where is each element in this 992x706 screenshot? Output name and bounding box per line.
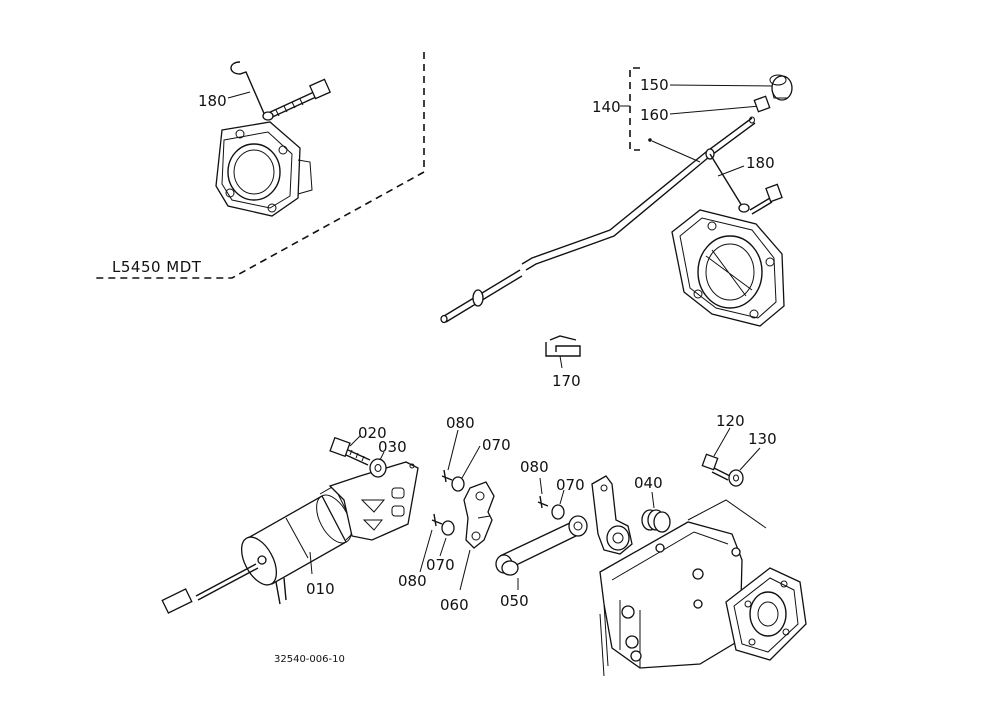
control-rod [440,116,756,324]
callout-180-right: 180 [746,154,775,172]
leader-160 [669,105,761,115]
leader-180-upper [227,91,251,99]
nut-160 [753,95,771,113]
leader-070-mid [559,489,565,505]
clip-wire-180-upper [230,61,274,121]
washer-070-mid [551,504,565,520]
bolt-right [749,183,783,215]
pto-flange [725,567,807,661]
bolt-120 [701,453,731,481]
leader-030 [379,451,385,461]
gear-case-housing [599,499,767,677]
clip-170 [545,335,581,369]
callout-070-mid: 070 [556,476,585,494]
leader-060 [459,549,471,591]
callout-070-lower: 070 [426,556,455,574]
leader-080-lower [419,529,433,573]
leader-070-lower [439,537,447,557]
clip-080-mid [537,495,549,509]
callout-080-upper: 080 [446,414,475,432]
leader-140 [651,140,701,163]
callout-180-upper: 180 [198,92,227,110]
washer-030 [369,458,387,478]
callout-080-mid: 080 [520,458,549,476]
bracket-140 [620,67,640,151]
clip-080-lower [431,513,443,527]
callout-030: 030 [378,438,407,456]
leader-180-right [717,165,745,177]
leader-120 [713,427,731,457]
callout-150: 150 [640,76,669,94]
callout-130: 130 [748,430,777,448]
spring-040 [641,509,671,533]
variant-region-outline [96,52,425,279]
callout-020: 020 [358,424,387,442]
knob-150 [769,74,793,101]
washer-070-lower [441,520,455,536]
leader-020 [349,435,361,447]
lever-arm [591,475,633,555]
callout-080-lower: 080 [398,572,427,590]
variant-label: L5450 MDT [112,258,202,276]
housing-upper-left [215,121,313,217]
callout-070-upper: 070 [482,436,511,454]
bolt-upper-left [265,78,332,120]
callout-120: 120 [716,412,745,430]
callout-050: 050 [500,592,529,610]
leader-dot-140 [648,138,652,142]
callout-160: 160 [640,106,669,124]
washer-130 [728,469,744,487]
leader-040 [651,491,655,509]
leader-080-mid [539,477,543,495]
lever-060 [463,481,495,549]
leader-130 [739,447,761,471]
callout-010: 010 [306,580,335,598]
leader-010 [309,551,313,575]
housing-right [671,209,785,327]
callout-040: 040 [634,474,663,492]
leader-070-upper [461,445,481,479]
washer-070-upper [451,476,465,492]
leader-080-upper [447,429,459,471]
bolt-020 [329,436,371,466]
leader-150 [669,84,775,87]
clip-080-upper [441,469,453,483]
callout-140: 140 [592,98,621,116]
link-rod-050 [495,515,588,576]
callout-170: 170 [552,372,581,390]
callout-060: 060 [440,596,469,614]
solenoid-010 [161,485,357,614]
drawing-code: 32540-006-10 [274,654,345,665]
clip-wire-180-right [705,148,750,213]
